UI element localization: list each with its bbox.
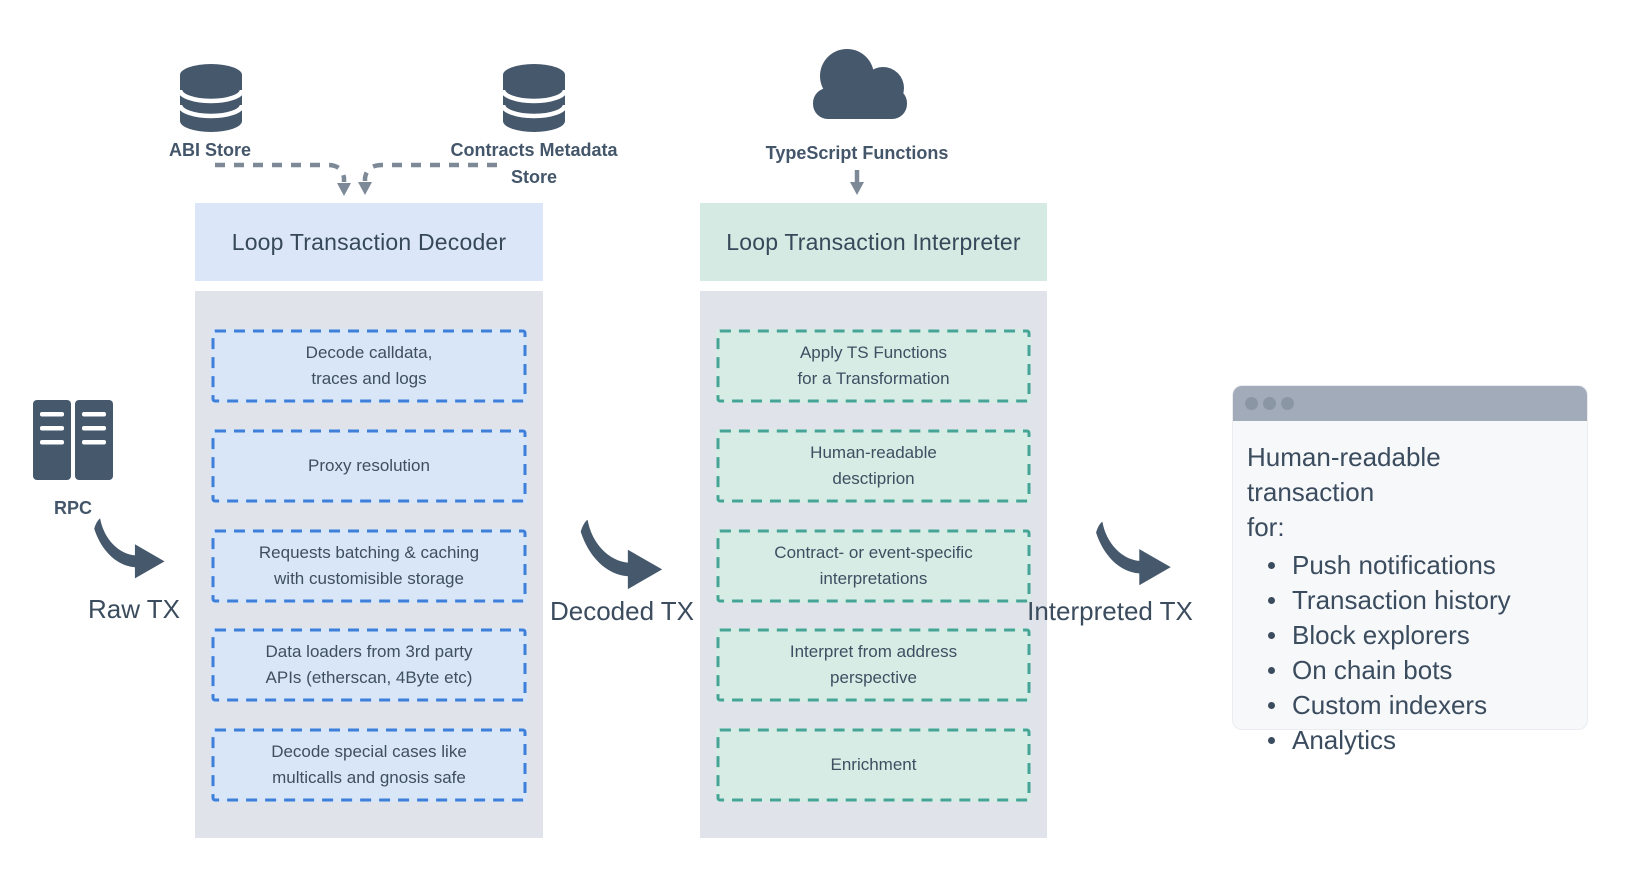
interpreter-step-line: interpretations bbox=[819, 568, 928, 588]
interpreter-header: Loop Transaction Interpreter bbox=[700, 203, 1047, 281]
window-dot-icon bbox=[1245, 397, 1258, 410]
rpc-label: RPC bbox=[53, 498, 92, 518]
cloud-icon bbox=[813, 49, 907, 119]
list-item-label: Transaction history bbox=[1292, 585, 1511, 615]
interpreter-step-line: perspective bbox=[830, 668, 917, 688]
down-arrow-icon bbox=[337, 183, 351, 196]
list-item: Transaction history bbox=[1247, 583, 1573, 618]
abi-store-label: ABI Store bbox=[168, 140, 251, 160]
window-title: Human-readable transaction for: bbox=[1247, 440, 1573, 545]
interpreter-step-line: desctiprion bbox=[832, 468, 915, 488]
curved-arrow-icon bbox=[1096, 521, 1171, 586]
interpreter-step-line: Contract- or event-specific bbox=[774, 542, 973, 562]
use-case-list: Push notifications Transaction history B… bbox=[1247, 548, 1573, 758]
interpreter-step: Enrichment bbox=[716, 728, 1031, 802]
interpreter-step: Contract- or event-specific interpretati… bbox=[716, 528, 1031, 603]
bullet-icon bbox=[1268, 737, 1275, 744]
server-icon bbox=[33, 400, 113, 480]
window-dot-icon bbox=[1263, 397, 1276, 410]
interpreter-step: Apply TS Functions for a Transformation bbox=[716, 329, 1031, 403]
store-connector-arrows bbox=[215, 162, 497, 196]
list-item-label: Push notifications bbox=[1292, 550, 1496, 580]
window-body: Human-readable transaction for: Push not… bbox=[1233, 421, 1587, 774]
list-item: Custom indexers bbox=[1247, 688, 1573, 723]
interpreted-tx-label: Interpreted TX bbox=[1027, 596, 1193, 626]
raw-tx-label: Raw TX bbox=[88, 594, 180, 624]
result-browser-window: Human-readable transaction for: Push not… bbox=[1233, 386, 1587, 755]
bullet-icon bbox=[1268, 562, 1275, 569]
decoder-step-line: Data loaders from 3rd party bbox=[265, 642, 473, 662]
bullet-icon bbox=[1268, 667, 1275, 674]
down-arrow-icon bbox=[358, 182, 372, 195]
window-title-line1: Human-readable transaction bbox=[1247, 442, 1441, 507]
list-item: Analytics bbox=[1247, 723, 1573, 758]
decoder-header: Loop Transaction Decoder bbox=[195, 203, 543, 281]
interpreter-step-line: Enrichment bbox=[830, 755, 917, 774]
decoder-step: Decode calldata, traces and logs bbox=[211, 329, 527, 403]
list-item: Push notifications bbox=[1247, 548, 1573, 583]
list-item: On chain bots bbox=[1247, 653, 1573, 688]
window-dot-icon bbox=[1281, 397, 1294, 410]
interpreter-step-line: Apply TS Functions bbox=[799, 343, 948, 362]
interpreter-step-line: for a Transformation bbox=[797, 369, 950, 388]
contracts-store-label: Contracts Metadata Store bbox=[424, 137, 644, 191]
list-item-label: Analytics bbox=[1292, 725, 1397, 755]
decoder-step-line: Proxy resolution bbox=[308, 455, 430, 475]
interpreter-step: Interpret from address perspective bbox=[716, 628, 1031, 703]
typescript-functions-label: TypeScript Functions bbox=[765, 143, 949, 163]
interpreter-column: Apply TS Functions for a Transformation … bbox=[700, 291, 1047, 838]
window-title-line2: for: bbox=[1247, 512, 1285, 542]
curved-arrow-icon bbox=[94, 518, 165, 579]
decoder-step: Proxy resolution bbox=[211, 428, 527, 503]
contracts-store-label-line2: Store bbox=[510, 167, 557, 187]
interpreter-step-line: Interpret from address bbox=[789, 642, 958, 662]
decoder-step-line: Requests batching & caching bbox=[258, 542, 480, 562]
contracts-store-label-line1: Contracts Metadata bbox=[450, 140, 618, 160]
list-item-label: On chain bots bbox=[1292, 655, 1453, 685]
bullet-icon bbox=[1268, 702, 1275, 709]
database-icon bbox=[501, 64, 567, 132]
decoder-step: Requests batching & caching with customi… bbox=[211, 528, 527, 603]
list-item: Block explorers bbox=[1247, 618, 1573, 653]
decoder-step: Data loaders from 3rd party APIs (ethers… bbox=[211, 628, 527, 703]
window-title-bar bbox=[1233, 386, 1587, 421]
list-item-label: Custom indexers bbox=[1292, 690, 1488, 720]
list-item-label: Block explorers bbox=[1292, 620, 1470, 650]
curved-arrow-icon bbox=[580, 519, 663, 590]
bullet-icon bbox=[1268, 632, 1275, 639]
database-icon bbox=[178, 64, 244, 132]
down-arrow-icon bbox=[850, 170, 864, 195]
decoder-step-line: APIs (etherscan, 4Byte etc) bbox=[265, 668, 473, 688]
interpreter-step-line: Human-readable bbox=[810, 442, 937, 462]
decoder-step-line: with customisible storage bbox=[274, 568, 464, 588]
decoded-tx-label: Decoded TX bbox=[549, 596, 695, 626]
decoder-step-line: traces and logs bbox=[311, 369, 427, 388]
decoder-step: Decode special cases like multicalls and… bbox=[211, 728, 527, 802]
interpreter-step: Human-readable desctiprion bbox=[716, 428, 1031, 503]
decoder-column: Decode calldata, traces and logs Proxy r… bbox=[195, 291, 543, 838]
decoder-step-line: multicalls and gnosis safe bbox=[272, 768, 466, 787]
bullet-icon bbox=[1268, 597, 1275, 604]
decoder-step-line: Decode calldata, bbox=[305, 343, 433, 362]
decoder-step-line: Decode special cases like bbox=[271, 742, 467, 761]
